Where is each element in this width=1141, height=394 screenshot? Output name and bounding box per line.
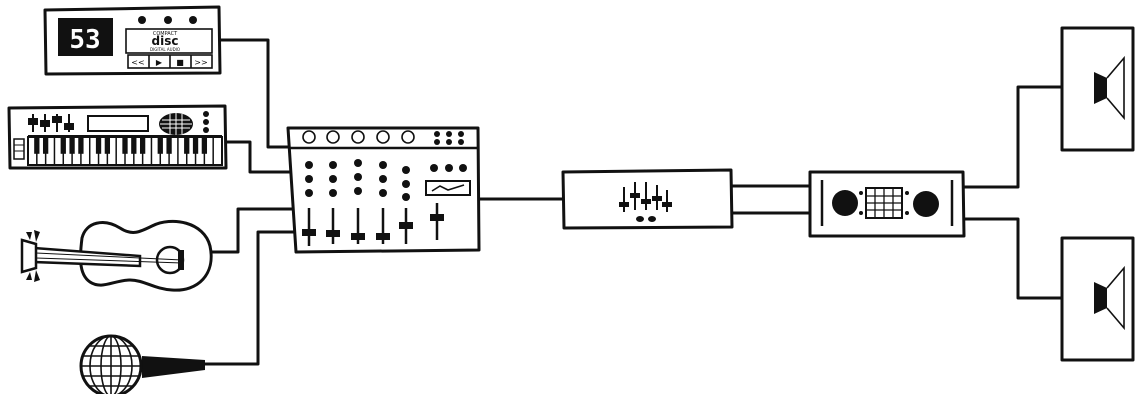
keyboard-black-key [42,137,49,154]
cd-forward-button: >> [194,58,207,67]
connection-cables [198,38,1064,366]
keyboard-black-key [34,137,40,154]
keyboard-black-key [122,137,128,154]
cd-stop-button: ■ [176,58,184,67]
power-amplifier-icon [808,170,966,238]
cd-logo-digital-audio: DIGITAL AUDIO [150,47,180,52]
cable-amp-to-speaker-top [961,85,1064,189]
keyboard-black-key [166,137,172,154]
cd-rewind-button: << [131,58,144,67]
keyboard-black-key [139,137,146,154]
keyboard-black-key [201,137,208,154]
cd-display-digits: 53 [69,25,100,55]
cd-logo-disc: disc [152,34,179,48]
cable-mic-to-mixer [198,230,298,366]
cd-logo-compact: COMPACT [153,31,178,37]
mixing-console-icon [286,126,481,254]
keyboard-black-key [184,137,190,154]
keyboard-black-key [157,137,163,154]
speaker-cabinet-icon [1060,26,1135,152]
acoustic-guitar-icon [20,219,213,292]
cable-amp-to-speaker-bottom [961,217,1064,300]
signal-processor-icon [561,168,734,230]
keyboard-black-key [60,137,66,154]
cd-play-button: ▶ [156,58,163,67]
keyboard-black-key [95,137,102,154]
keyboard-black-key [192,137,199,154]
cable-keyboard-to-mixer [224,140,298,174]
cable-cd-to-mixer [218,38,298,149]
keyboard-black-key [78,137,84,154]
keyboard-synth-icon [7,104,228,170]
keyboard-black-key [69,137,75,154]
cd-player-icon: 53 COMPACT disc DIGITAL AUDIO << ▶ ■ >> [43,5,222,76]
speaker-cabinet-icon [1060,236,1135,362]
cable-guitar-to-mixer [208,207,298,254]
microphone-icon [79,334,205,394]
keyboard-black-key [104,137,111,154]
keyboard-black-key [131,137,137,154]
